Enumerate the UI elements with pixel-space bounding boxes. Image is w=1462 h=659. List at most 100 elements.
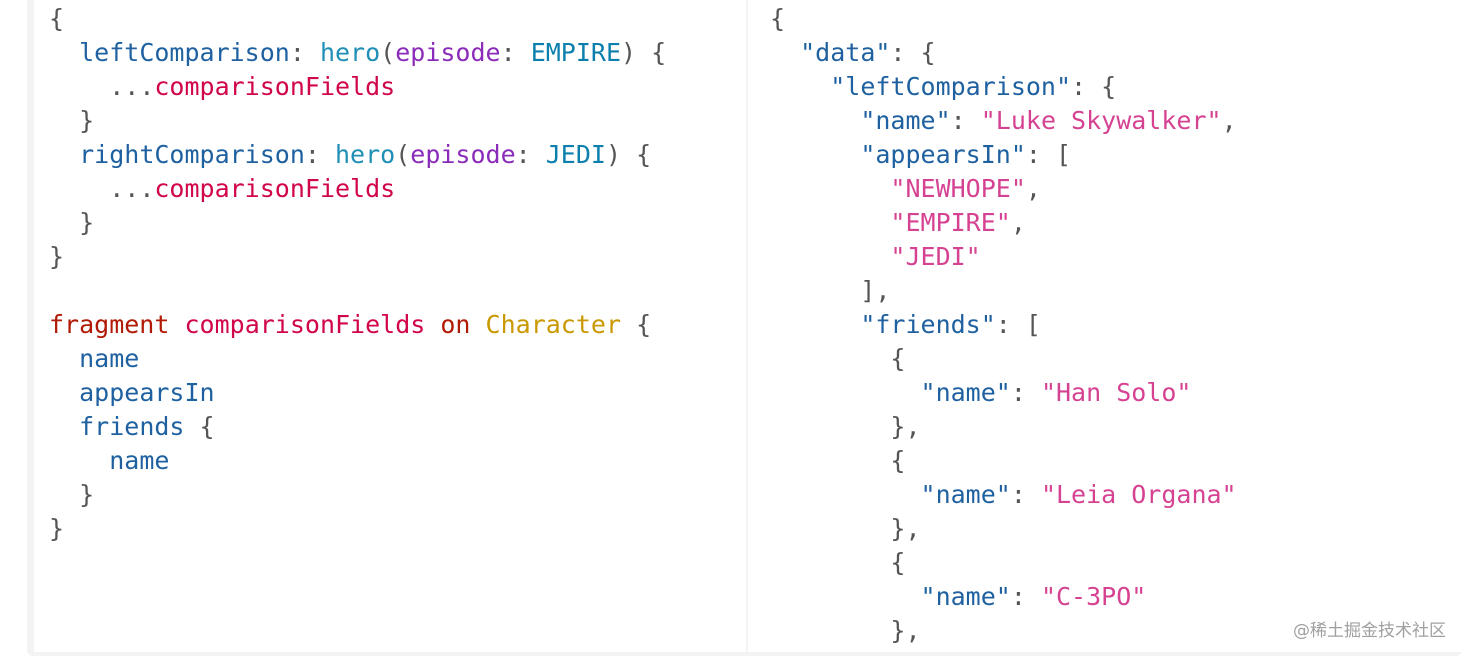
- code-token: JEDI: [545, 140, 606, 169]
- code-token: "friends": [860, 310, 996, 339]
- code-token: comparisonFields: [154, 174, 396, 203]
- code-token: [770, 38, 800, 67]
- code-token: (: [395, 140, 411, 169]
- code-token: }: [49, 106, 95, 135]
- code-token: "name": [860, 106, 951, 135]
- result-viewer-pane[interactable]: { "data": { "leftComparison": { "name": …: [748, 0, 1462, 652]
- code-token: [770, 310, 860, 339]
- code-token: : {: [1071, 72, 1117, 101]
- code-token: [425, 310, 440, 339]
- code-token: "name": [920, 582, 1011, 611]
- code-token: },: [770, 412, 921, 441]
- query-editor-pane[interactable]: { leftComparison: hero(episode: EMPIRE) …: [34, 0, 746, 652]
- result-line: "name": "C-3PO": [770, 580, 1237, 614]
- code-token: ],: [770, 276, 891, 305]
- code-token: :: [304, 140, 335, 169]
- code-token: "data": [800, 38, 891, 67]
- code-token: "Luke Skywalker": [980, 106, 1222, 135]
- code-token: rightComparison: [79, 140, 305, 169]
- result-line: "name": "Leia Organa": [770, 478, 1237, 512]
- query-line: friends {: [49, 410, 666, 444]
- query-line: }: [49, 240, 666, 274]
- code-token: ) {: [605, 140, 652, 169]
- code-token: Character: [485, 310, 622, 339]
- query-line: name: [49, 444, 666, 478]
- code-token: ,: [1221, 106, 1237, 135]
- query-code[interactable]: { leftComparison: hero(episode: EMPIRE) …: [49, 2, 666, 546]
- code-token: :: [1010, 582, 1041, 611]
- code-token: [49, 344, 79, 373]
- query-line: }: [49, 478, 666, 512]
- result-line: },: [770, 410, 1237, 444]
- result-line: ],: [770, 274, 1237, 308]
- code-token: [49, 446, 109, 475]
- query-line: {: [49, 2, 666, 36]
- code-token: },: [770, 616, 921, 645]
- result-line: {: [770, 444, 1237, 478]
- code-token: leftComparison: [79, 38, 290, 67]
- code-token: ,: [1010, 208, 1026, 237]
- code-token: {: [770, 4, 786, 33]
- code-token: "name": [920, 378, 1011, 407]
- code-token: {: [49, 4, 65, 33]
- code-token: [49, 38, 79, 67]
- code-token: "JEDI": [890, 242, 981, 271]
- result-line: "name": "Han Solo": [770, 376, 1237, 410]
- code-token: ...: [109, 174, 155, 203]
- query-line: leftComparison: hero(episode: EMPIRE) {: [49, 36, 666, 70]
- watermark: @稀土掘金技术社区: [1293, 621, 1446, 641]
- result-line: "EMPIRE",: [770, 206, 1237, 240]
- query-line: [49, 274, 666, 308]
- code-token: [49, 378, 79, 407]
- code-token: {: [621, 310, 652, 339]
- code-token: {: [770, 548, 906, 577]
- code-token: [49, 140, 79, 169]
- result-code: { "data": { "leftComparison": { "name": …: [770, 2, 1237, 652]
- result-line: "leftComparison": {: [770, 70, 1237, 104]
- code-token: appearsIn: [79, 378, 215, 407]
- code-token: "Han Solo": [1040, 378, 1192, 407]
- code-token: [770, 106, 860, 135]
- code-token: [770, 174, 890, 203]
- code-token: episode: [395, 38, 501, 67]
- code-token: [770, 72, 830, 101]
- code-token: [770, 208, 890, 237]
- code-token: hero: [335, 140, 396, 169]
- code-token: }: [49, 208, 95, 237]
- result-line: "NEWHOPE",: [770, 172, 1237, 206]
- code-token: episode: [410, 140, 516, 169]
- query-line: fragment comparisonFields on Character {: [49, 308, 666, 342]
- code-token: :: [500, 38, 531, 67]
- result-line: {: [770, 2, 1237, 36]
- code-token: [470, 310, 485, 339]
- result-line: "name": "Luke Skywalker",: [770, 104, 1237, 138]
- result-line: "data": {: [770, 36, 1237, 70]
- code-token: : [: [1025, 140, 1072, 169]
- query-line: ...comparisonFields: [49, 172, 666, 206]
- code-token: :: [1010, 378, 1041, 407]
- code-token: name: [79, 344, 140, 373]
- code-token: ...: [109, 72, 155, 101]
- code-token: {: [770, 446, 906, 475]
- code-token: :: [1010, 480, 1041, 509]
- code-token: "Leia Organa": [1040, 480, 1237, 509]
- query-line: name: [49, 342, 666, 376]
- code-token: {: [770, 344, 906, 373]
- code-token: },: [770, 514, 921, 543]
- code-token: fragment: [49, 310, 170, 339]
- code-token: hero: [319, 38, 381, 67]
- code-token: [770, 480, 921, 509]
- code-token: [770, 378, 921, 407]
- query-line: }: [49, 104, 666, 138]
- code-token: "name": [920, 480, 1011, 509]
- code-token: }: [49, 480, 95, 509]
- code-token: comparisonFields: [154, 72, 396, 101]
- code-token: "NEWHOPE": [890, 174, 1026, 203]
- result-line: "appearsIn": [: [770, 138, 1237, 172]
- code-token: "appearsIn": [860, 140, 1026, 169]
- query-line: appearsIn: [49, 376, 666, 410]
- code-token: :: [950, 106, 981, 135]
- code-token: [770, 582, 921, 611]
- code-token: {: [184, 412, 215, 441]
- code-token: [770, 140, 860, 169]
